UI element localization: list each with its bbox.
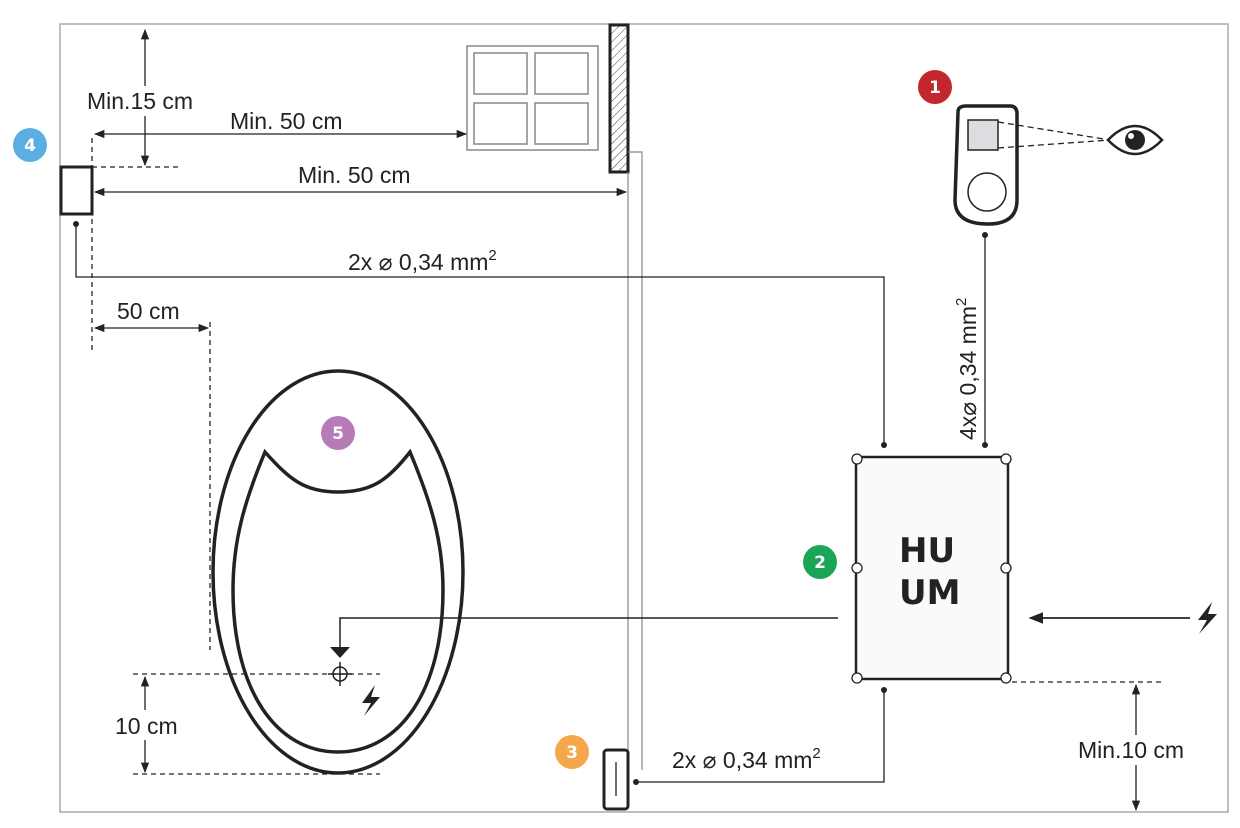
badge-3: 3 [555,735,589,769]
lightning-icon [362,685,380,716]
label-min15: Min.15 cm [87,88,193,114]
lightning-icon [1198,602,1217,634]
label-cable-door: 2x ⌀ 0,34 mm2 [672,745,821,773]
sensor-cable [75,224,885,445]
heater [211,369,465,775]
label-dist50: 50 cm [117,298,180,324]
badge-5: 5 [321,416,355,450]
temperature-sensor [59,165,94,216]
controller [953,104,1019,226]
wall-hatched [608,23,630,174]
room-outline [59,23,1229,813]
svg-text:2: 2 [814,553,826,573]
svg-text:4: 4 [24,136,36,156]
eye-icon [1106,124,1164,156]
label-min50-wall: Min. 50 cm [298,162,410,188]
label-cable-sensor: 2x ⌀ 0,34 mm2 [348,247,497,275]
svg-text:3: 3 [566,743,578,763]
label-min10: Min.10 cm [1078,737,1184,763]
screw-icon [851,453,1012,684]
badge-1: 1 [918,70,952,104]
label-min50-window: Min. 50 cm [230,108,342,134]
door-cable [636,690,885,783]
heater-power-cable [339,617,838,648]
svg-text:1: 1 [929,78,941,98]
window [466,45,599,151]
label-dist10: 10 cm [115,713,178,739]
wall-thin [627,151,643,770]
power-unit [854,455,1010,681]
badge-2: 2 [803,545,837,579]
logo-huum-line2: UM [899,573,960,613]
logo-huum-line1: HU [899,531,955,571]
badge-4: 4 [13,128,47,162]
label-cable-controller: 4x⌀ 0,34 mm2 [953,298,981,440]
svg-text:5: 5 [332,424,344,444]
